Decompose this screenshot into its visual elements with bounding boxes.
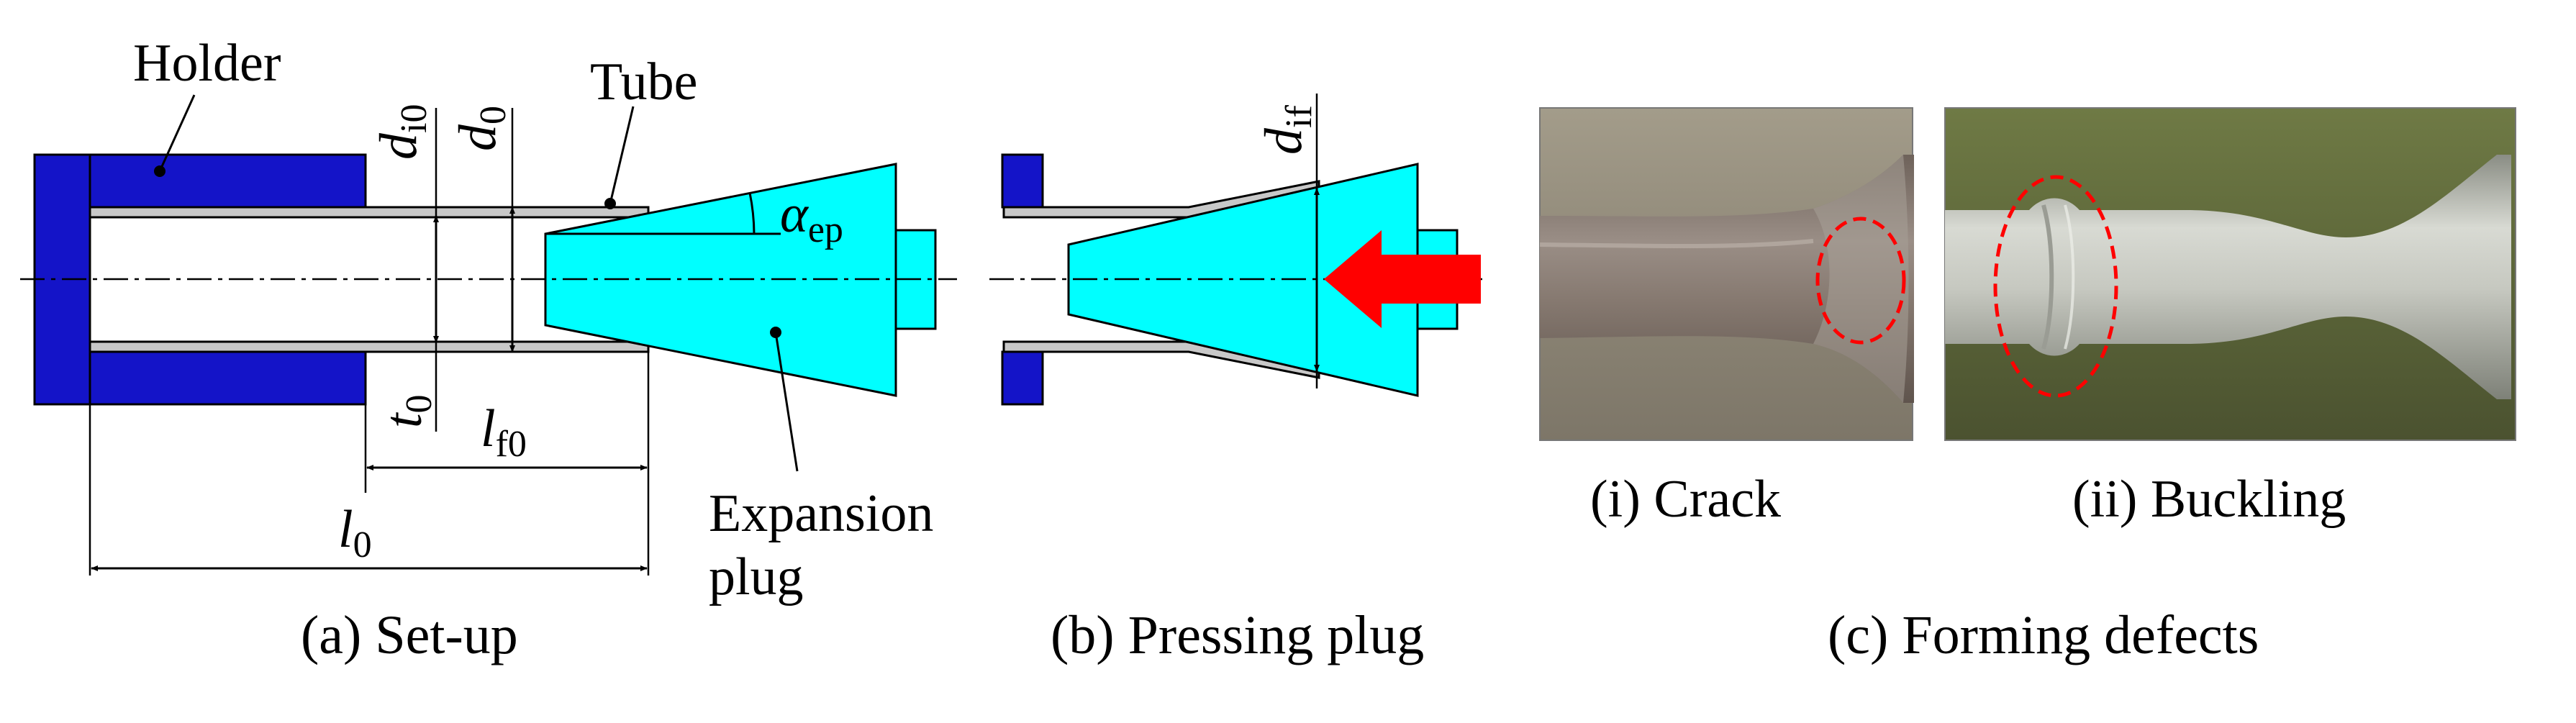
photo-buckling: [1944, 107, 2516, 441]
panel-b-pressing: dif (b) Pressing plug: [989, 94, 1482, 665]
symbol-d0: d0: [448, 106, 514, 151]
symbol-di0: di0: [369, 104, 435, 160]
caption-c: (c) Forming defects: [1828, 605, 2259, 665]
panel-c-defects: (i) Crack (ii) Buckling (c) Forming defe…: [1539, 107, 2516, 665]
symbol-t0: t0: [374, 394, 440, 428]
pressing-force-arrow: [1324, 230, 1481, 328]
symbol-dif: dif: [1254, 105, 1320, 155]
caption-crack: (i) Crack: [1590, 470, 1781, 529]
tube-label: Tube: [590, 53, 697, 112]
buckling-highlight-ellipse: [1993, 175, 2118, 398]
expansion-plug-label-1: Expansion: [709, 484, 933, 543]
caption-a: (a) Set-up: [301, 605, 518, 665]
tube-wall-top: [89, 206, 650, 219]
holder-label: Holder: [133, 34, 281, 93]
caption-b: (b) Pressing plug: [1051, 605, 1424, 665]
expansion-plug-label-2: plug: [709, 547, 804, 606]
symbol-alpha-ep: αep: [780, 185, 843, 250]
holder-leader-line: [158, 94, 196, 172]
tube-leader-line: [609, 106, 635, 204]
symbol-lf0: lf0: [481, 399, 527, 465]
plug-leader-line: [774, 332, 799, 472]
panel-a-setup: Holder Tube Expansion plug di0 d0 t0 αep…: [20, 34, 957, 665]
crack-highlight-ellipse: [1815, 217, 1906, 345]
tube-wall-bottom: [89, 340, 650, 353]
angle-arc: [748, 192, 756, 235]
caption-buckling: (ii) Buckling: [2072, 470, 2346, 529]
symbol-l0: l0: [338, 500, 372, 565]
photo-crack: [1539, 107, 1914, 441]
holder-stub-top: [1001, 153, 1044, 209]
holder-stub-bottom: [1001, 350, 1044, 406]
